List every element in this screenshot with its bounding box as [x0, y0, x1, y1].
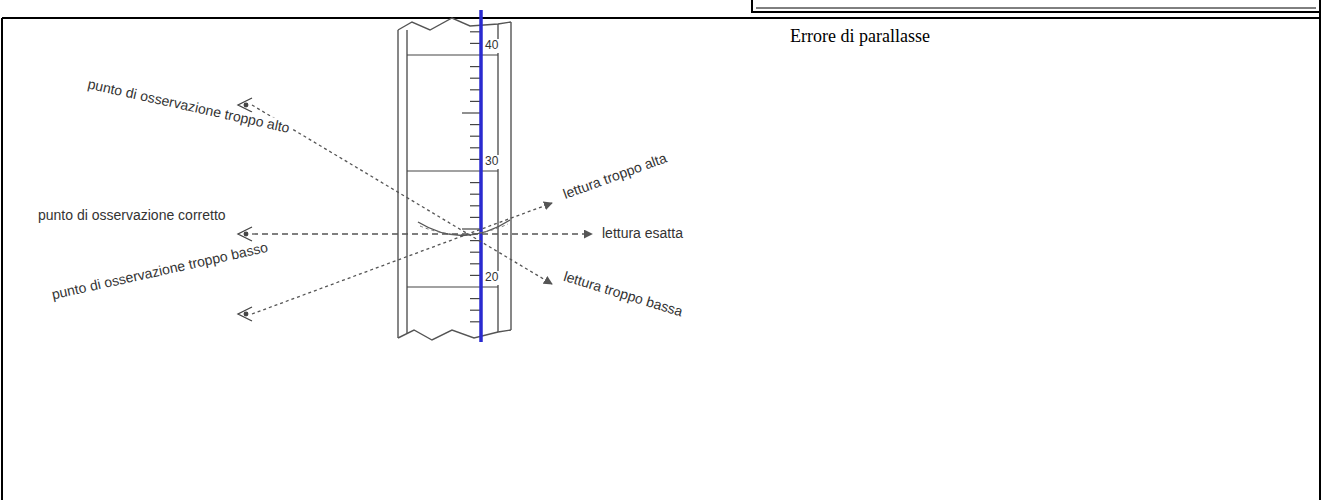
- observation-label: punto di osservazione troppo alto: [84, 76, 293, 137]
- scale-bar: [479, 10, 483, 342]
- reading-label: lettura esatta: [600, 226, 685, 241]
- reading-label: lettura troppo bassa: [560, 269, 687, 321]
- meniscus: [418, 220, 510, 236]
- reading-label: lettura troppo alta: [559, 150, 670, 203]
- diagram-title: Errore di parallasse: [790, 26, 930, 47]
- observation-label: punto di osservazione troppo basso: [48, 240, 271, 304]
- scale-number: 40: [484, 39, 499, 52]
- scale-number: 30: [484, 155, 499, 168]
- observation-label: punto di osservazione corretto: [36, 208, 228, 223]
- sight-line: [252, 105, 592, 314]
- eye-symbol: [238, 98, 252, 321]
- meniscus: [420, 224, 508, 235]
- scale-number: 20: [484, 271, 499, 284]
- graduated-tube: [398, 18, 511, 340]
